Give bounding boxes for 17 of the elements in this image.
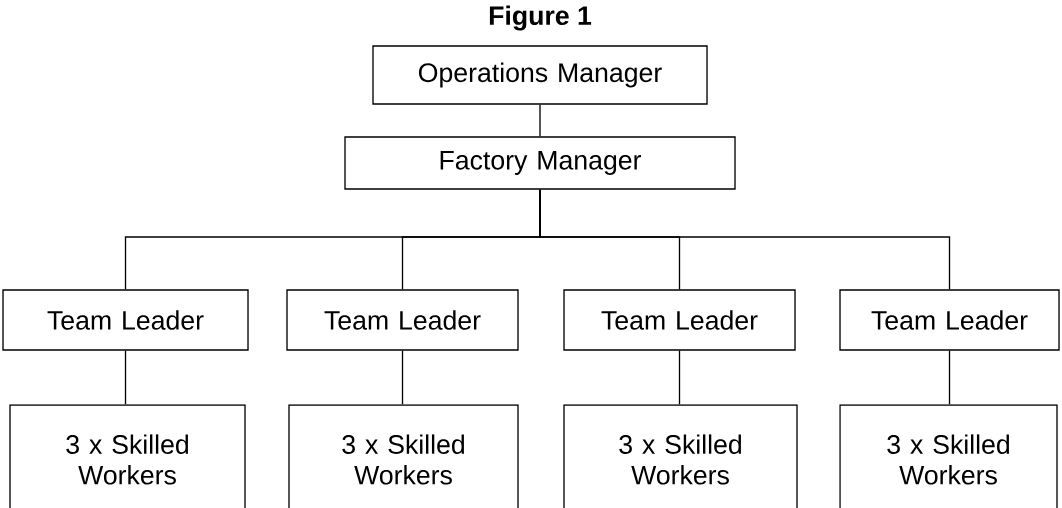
- org-box: 3 x Skilled Workers: [563, 404, 798, 508]
- connector-line: [539, 104, 541, 137]
- org-box: Operations Manager: [372, 45, 708, 105]
- org-box: Team Leader: [286, 289, 519, 351]
- figure-title: Figure 1: [489, 5, 592, 31]
- org-box: Team Leader: [563, 289, 796, 351]
- connector-line: [678, 350, 681, 405]
- connector-line: [401, 350, 404, 405]
- org-box: Factory Manager: [344, 136, 736, 190]
- connector-line: [124, 350, 127, 405]
- connector-line: [948, 350, 951, 405]
- org-box: 3 x Skilled Workers: [839, 404, 1058, 508]
- org-box: 3 x Skilled Workers: [9, 404, 246, 508]
- connector-line: [539, 189, 951, 290]
- org-box: Team Leader: [839, 289, 1060, 351]
- org-box: Team Leader: [2, 289, 249, 351]
- org-box: 3 x Skilled Workers: [288, 404, 519, 508]
